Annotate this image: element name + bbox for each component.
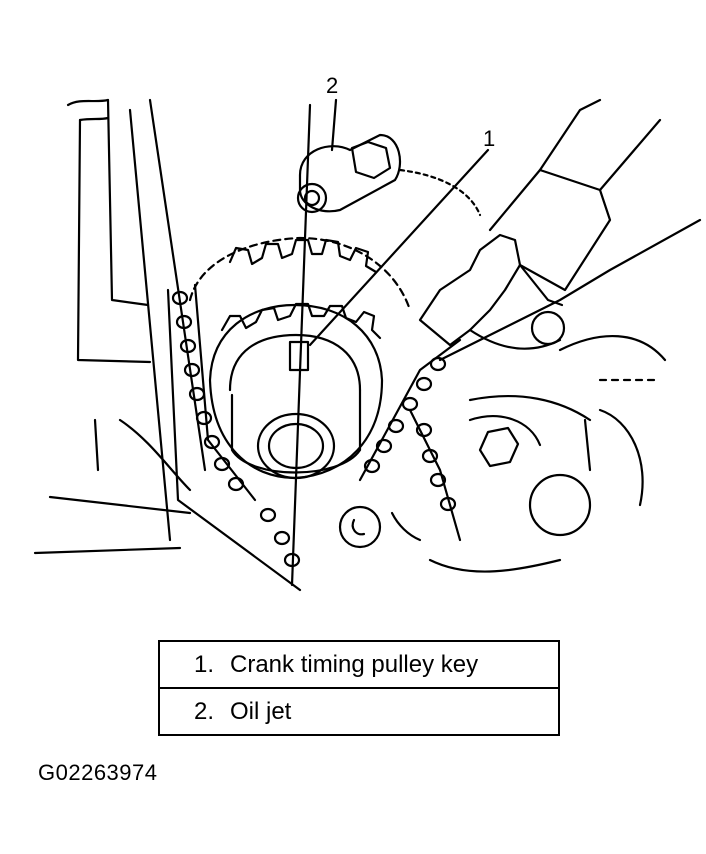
callout-2-label: 2 — [326, 73, 338, 98]
figure-id: G02263974 — [38, 760, 158, 785]
callout-1-label: 1 — [483, 126, 495, 151]
bolt-lower-right — [338, 415, 592, 549]
legend-row: 1. Crank timing pulley key — [158, 640, 560, 689]
timing-chain-left — [166, 283, 302, 592]
chain-tensioner — [418, 98, 702, 362]
timing-alignment-line — [290, 103, 312, 587]
legend-number: 2. — [193, 697, 214, 725]
callout-1-leader — [308, 148, 490, 347]
legend-label: Crank timing pulley key — [230, 650, 479, 678]
legend-label: Oil jet — [230, 697, 292, 725]
timing-chain-right — [358, 338, 462, 542]
legend-row: 2. Oil jet — [158, 687, 560, 736]
parts-legend-table: 1. Crank timing pulley key 2. Oil jet — [158, 640, 560, 736]
crank-pulley-key — [288, 340, 310, 372]
legend-number: 1. — [193, 650, 214, 678]
engine-timing-diagram: 2 1 — [33, 73, 702, 592]
callout-2-leader — [330, 98, 338, 152]
engine-block-right — [428, 335, 667, 573]
oil-jet — [296, 133, 482, 217]
engine-block-left — [33, 98, 207, 555]
